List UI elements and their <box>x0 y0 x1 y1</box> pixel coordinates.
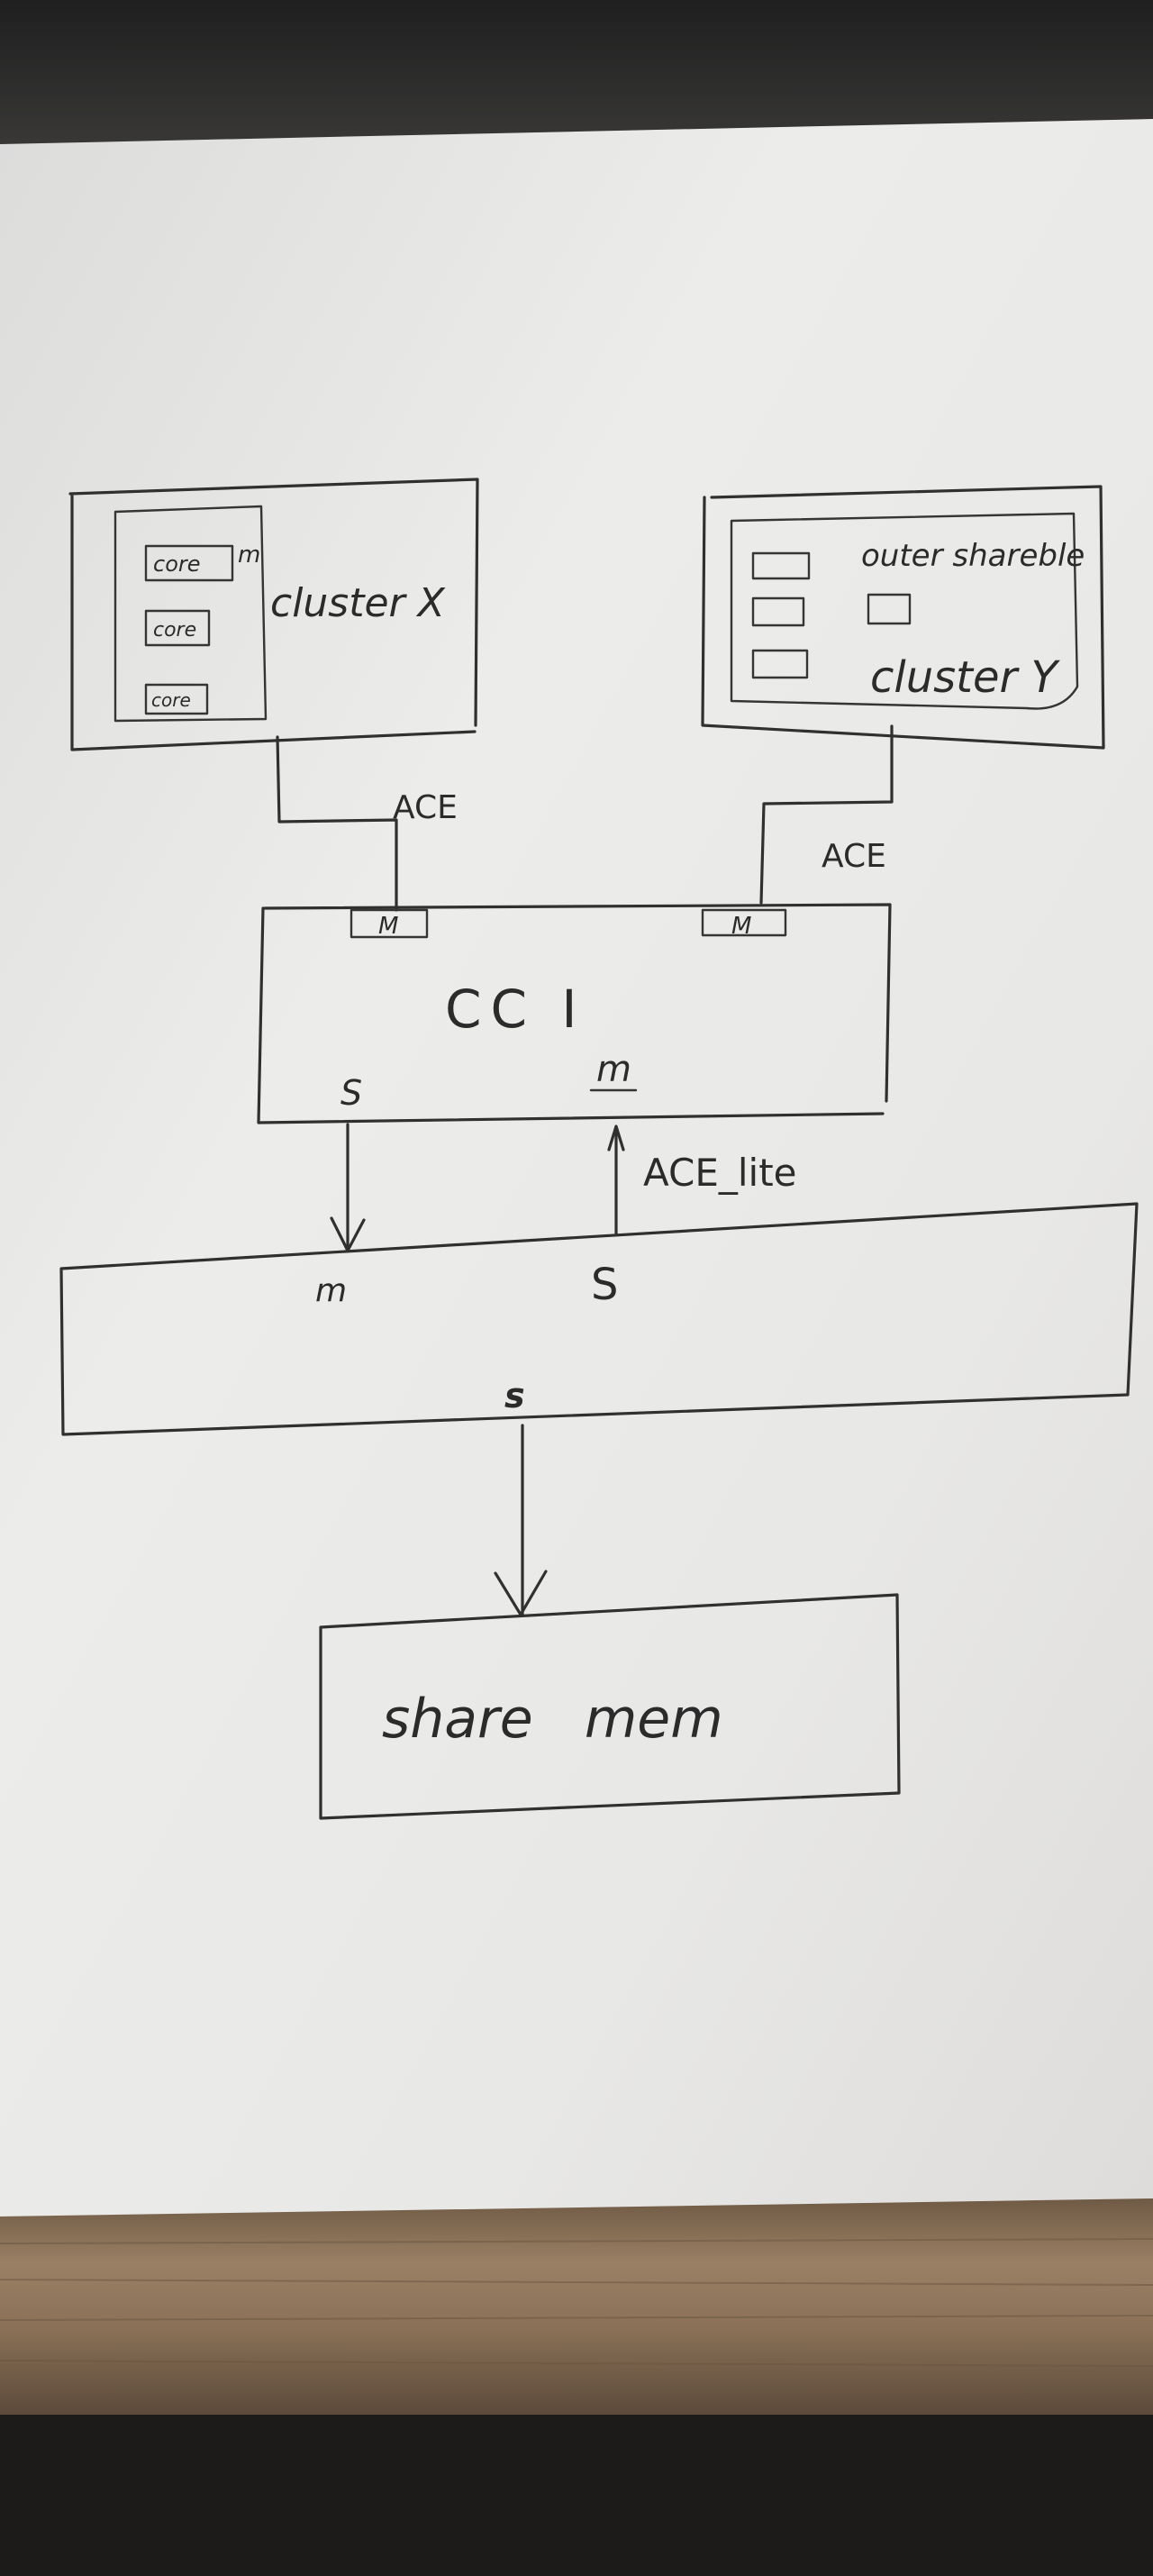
link-cluster-y-label: ACE <box>822 838 886 875</box>
cluster-y-square-3 <box>751 649 809 679</box>
cluster-x-label: cluster X <box>270 580 446 626</box>
core-box-3 <box>144 683 209 715</box>
interconnect: m S s <box>59 1202 1139 1436</box>
cluster-y-square-4 <box>867 593 912 625</box>
paper-sheet <box>0 119 1153 2216</box>
cci-box <box>257 903 892 1124</box>
link-ace-lite-label: ACE_lite <box>643 1151 797 1195</box>
cluster-x-master-port: m <box>238 542 260 569</box>
cluster-y-box <box>701 485 1105 750</box>
core-label-2: core <box>153 619 196 642</box>
cluster-y-inner-box <box>730 512 1079 710</box>
cci-slave-port: S <box>340 1073 362 1113</box>
wood-table <box>0 2198 1153 2415</box>
arrow-interconnect-to-cci <box>607 1124 625 1236</box>
cci-port-right-box <box>701 908 787 937</box>
link-cluster-x-cci <box>276 735 398 912</box>
shared-memory-label: share mem <box>382 1688 723 1751</box>
core-label-1: core <box>153 551 201 577</box>
core-label-3: core <box>151 689 191 711</box>
cluster-y: outer shareble cluster Y <box>701 485 1105 750</box>
cluster-y-square-2 <box>751 596 805 627</box>
cluster-y-subtitle: outer shareble <box>861 538 1085 574</box>
cci-label: CC I <box>445 979 586 1040</box>
shared-memory-box <box>319 1593 901 1820</box>
core-box-2 <box>144 609 211 647</box>
cci: M M CC I S m <box>257 903 892 1124</box>
wood-grain <box>0 2238 1153 2367</box>
cci-master-port: m <box>596 1049 631 1090</box>
link-cluster-y-cci <box>759 724 894 905</box>
cluster-x-box <box>68 478 479 751</box>
cci-port-right-label: M <box>731 913 751 940</box>
cluster-y-square-1 <box>751 551 811 580</box>
interconnect-slave-port-top: S <box>591 1260 618 1310</box>
cluster-y-label: cluster Y <box>870 652 1061 703</box>
link-cluster-x-label: ACE <box>393 789 458 826</box>
cci-port-left-label: M <box>378 913 398 940</box>
interconnect-slave-port-bottom: s <box>504 1376 525 1415</box>
cluster-x: core core core m cluster X <box>68 478 479 751</box>
interconnect-master-port: m <box>315 1272 347 1309</box>
cluster-x-core-group <box>113 505 268 723</box>
core-box-1 <box>144 544 234 582</box>
background-bottom <box>0 2415 1153 2576</box>
shared-memory: share mem <box>319 1593 901 1820</box>
interconnect-box <box>59 1202 1139 1436</box>
cci-port-left-box <box>350 908 429 939</box>
